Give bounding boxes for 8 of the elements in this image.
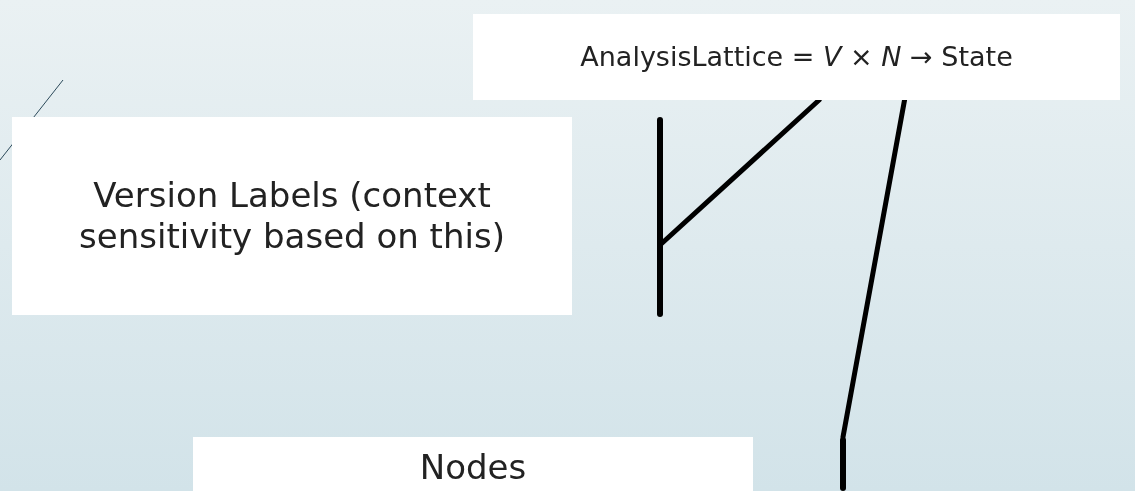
bracket-bar <box>657 117 663 317</box>
formula-text: AnalysisLattice = V × N → State <box>579 40 1014 74</box>
box-text: Version Labels (context sensitivity based on this) <box>78 175 506 257</box>
box-text: Nodes <box>418 447 528 488</box>
text-box <box>193 437 753 491</box>
formula-box <box>473 14 1120 100</box>
text-box <box>12 117 572 315</box>
bracket-bar <box>840 437 846 491</box>
